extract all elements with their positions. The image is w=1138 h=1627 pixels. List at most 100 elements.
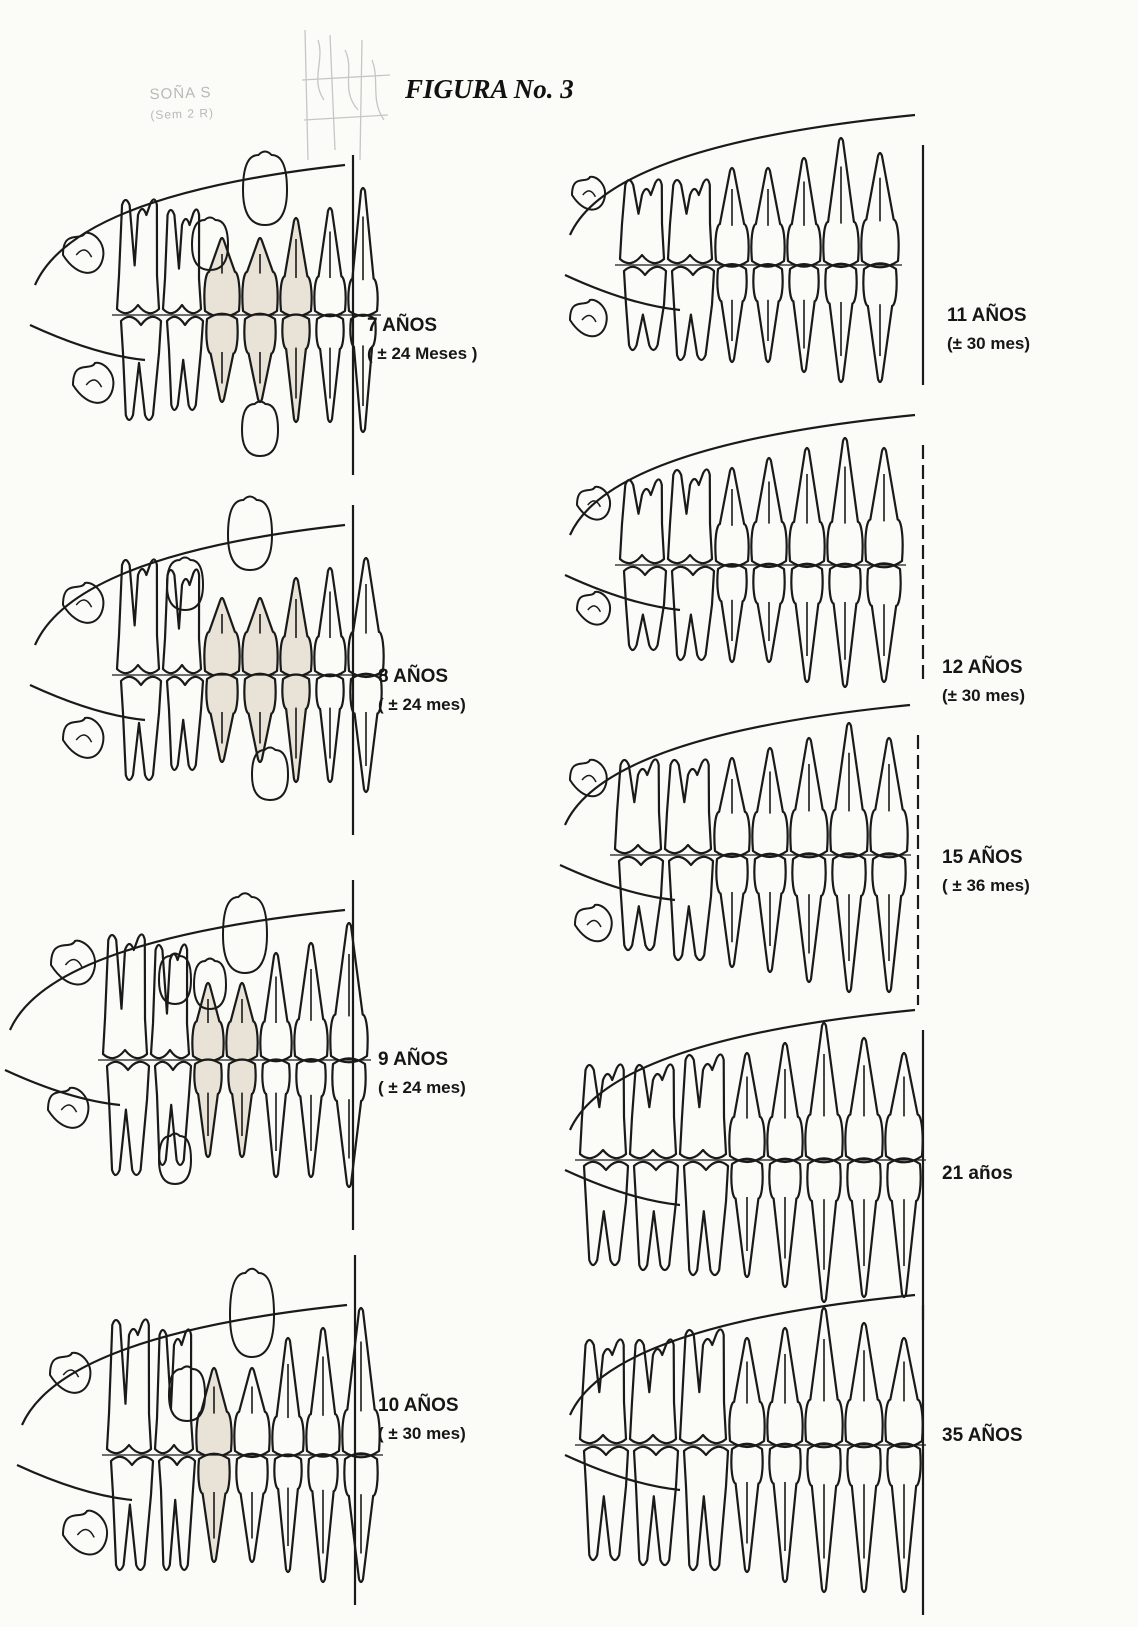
tooth-bud-detail: [61, 1105, 76, 1112]
molar: [665, 759, 711, 853]
molar: [584, 1162, 628, 1265]
molar: [580, 1064, 626, 1158]
tooth-bud-detail: [76, 735, 91, 742]
dentition-diagram-10: [12, 1245, 367, 1600]
tooth-bud-detail: [583, 191, 596, 197]
panel-21-years: [565, 1030, 935, 1280]
jaw-curve-lower: [5, 1070, 120, 1105]
age-label: 12 AÑOS: [942, 654, 1025, 682]
tooth-bud: [570, 760, 607, 797]
molar: [668, 469, 712, 563]
tooth-bud: [51, 941, 95, 985]
crown: [223, 893, 267, 973]
line-art: [565, 415, 923, 687]
tooth-bud: [577, 592, 610, 625]
label-7-years: 7 AÑOS ( ± 24 Meses ): [367, 312, 477, 368]
jaw-curve-lower: [565, 1455, 680, 1490]
tooth-bud: [50, 1353, 90, 1393]
age-label: 21 años: [942, 1160, 1013, 1188]
jaw-curve-lower: [565, 575, 680, 610]
panel-12-years: [565, 445, 935, 695]
molar: [680, 1329, 726, 1443]
tooth-bud-detail: [76, 600, 91, 607]
panel-7-years: [25, 145, 365, 475]
molar: [103, 934, 147, 1058]
molar: [680, 1054, 726, 1158]
molar: [672, 267, 714, 360]
molar: [167, 677, 203, 770]
line-art: [565, 1295, 926, 1615]
molar: [634, 1447, 678, 1565]
molar: [117, 559, 159, 673]
molar: [111, 1457, 153, 1570]
tooth-bud-detail: [587, 920, 601, 927]
label-11-years: 11 AÑOS (± 30 mes): [947, 302, 1030, 358]
dentition-diagram-7: [25, 145, 365, 475]
tooth-bud: [63, 233, 103, 273]
range-label: ( ± 24 mes): [378, 1074, 466, 1102]
molar: [620, 179, 664, 263]
tooth-bud: [63, 1511, 107, 1555]
molar: [107, 1319, 151, 1453]
figure-title: FIGURA No. 3: [405, 74, 574, 105]
molar: [624, 267, 666, 350]
line-art: [565, 115, 923, 385]
jaw-curve-lower: [565, 275, 680, 310]
label-15-years: 15 AÑOS ( ± 36 mes): [942, 844, 1030, 900]
molar: [159, 1457, 195, 1570]
jaw-curve-lower: [30, 685, 145, 720]
tooth: [204, 598, 239, 677]
line-art: [30, 497, 387, 836]
tooth-bud-detail: [76, 250, 91, 257]
crown: [167, 558, 203, 611]
dentition-diagram-35: [565, 1300, 935, 1620]
tooth-bud-detail: [86, 380, 101, 387]
jaw-curve-lower: [565, 1170, 680, 1205]
label-21-years: 21 años: [942, 1160, 1013, 1188]
age-label: 35 AÑOS: [942, 1422, 1023, 1450]
dentition-diagram-9: [5, 870, 365, 1210]
range-label: ( ± 30 mes): [378, 1420, 466, 1448]
line-art: [560, 705, 918, 1005]
molar: [630, 1064, 676, 1158]
tooth-bud-detail: [65, 960, 82, 968]
line-art: [30, 152, 381, 476]
range-label: ( ± 36 mes): [942, 872, 1030, 900]
tooth-bud: [572, 177, 605, 210]
faded-stamp: SOÑA S (Sem 2 R): [149, 83, 214, 125]
range-label: (± 30 mes): [942, 682, 1025, 710]
range-label: ( ± 24 mes): [378, 691, 466, 719]
molar: [117, 199, 159, 313]
panel-9-years: [5, 870, 365, 1210]
age-label: 7 AÑOS: [367, 312, 477, 340]
tooth-bud: [73, 363, 113, 403]
label-9-years: 9 AÑOS ( ± 24 mes): [378, 1046, 466, 1102]
dentition-diagram-15: [560, 740, 930, 1010]
crown: [243, 152, 287, 226]
molar: [107, 1062, 149, 1175]
age-label: 11 AÑOS: [947, 302, 1030, 330]
panel-10-years: [12, 1245, 367, 1600]
stamp-line-2: (Sem 2 R): [150, 103, 214, 125]
age-label: 8 AÑOS: [378, 663, 466, 691]
molar: [163, 569, 201, 673]
dentition-diagram-21: [565, 1030, 935, 1280]
age-label: 9 AÑOS: [378, 1046, 466, 1074]
dentition-diagram-11: [565, 145, 935, 405]
stamp-line-1: SOÑA S: [149, 83, 213, 105]
tooth-bud-detail: [582, 315, 596, 322]
label-10-years: 10 AÑOS ( ± 30 mes): [378, 1392, 466, 1448]
molar: [684, 1447, 728, 1570]
molar: [668, 179, 712, 263]
tooth: [242, 598, 277, 677]
line-art: [5, 880, 371, 1230]
molar: [669, 857, 713, 960]
panel-11-years: [565, 145, 935, 405]
panel-8-years: [25, 495, 365, 825]
jaw-curve-lower: [560, 865, 675, 900]
molar: [584, 1447, 628, 1560]
panel-15-years: [560, 740, 930, 1010]
tooth: [204, 238, 239, 317]
molar: [615, 759, 661, 853]
age-label: 10 AÑOS: [378, 1392, 466, 1420]
